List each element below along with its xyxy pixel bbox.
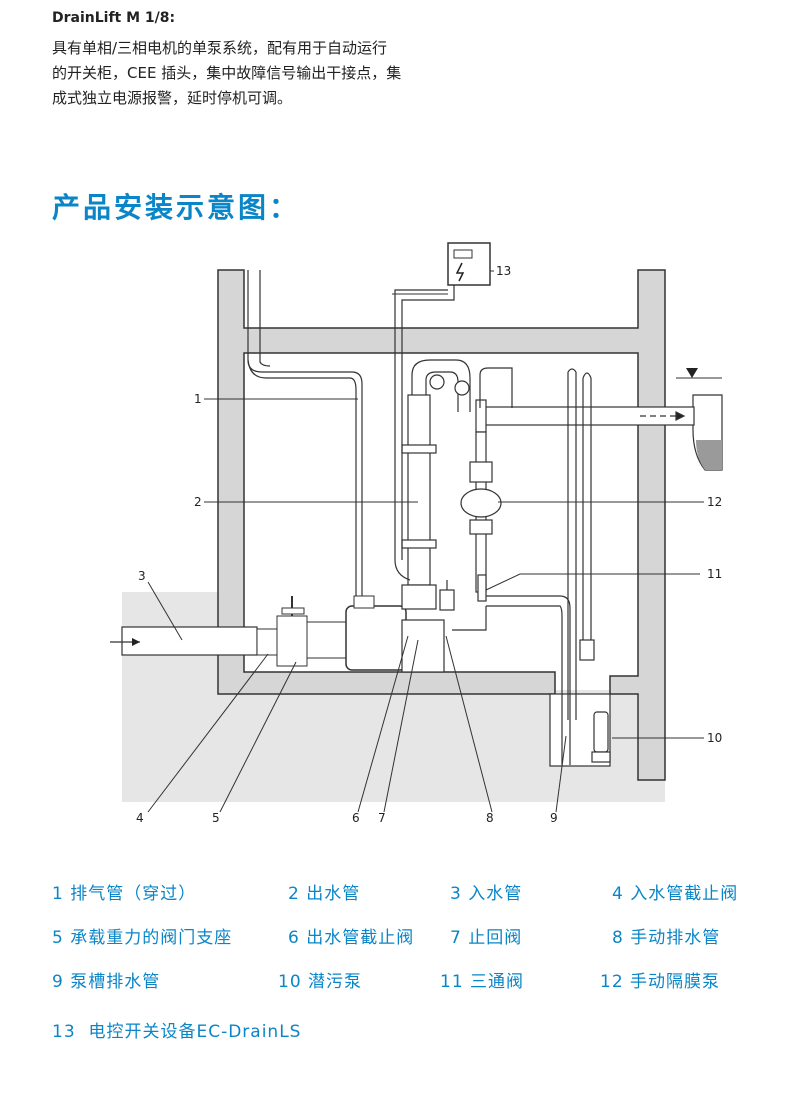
legend-label: 潜污泵: [308, 972, 363, 992]
model-title: DrainLift M 1/8:: [52, 10, 176, 26]
discharge-pipe: [401, 359, 471, 610]
legend-label: 排气管（穿过）: [70, 884, 197, 904]
legend-label: 入水管截止阀: [630, 884, 739, 904]
legend-item: 13 电控开关设备EC-DrainLS: [52, 1017, 301, 1042]
callout-3: 3: [138, 569, 146, 583]
legend-label: 手动排水管: [630, 928, 721, 948]
legend-number: 9: [52, 972, 64, 992]
collection-tank: [345, 595, 445, 673]
callout-6: 6: [352, 811, 360, 825]
legend-item: 8 手动排水管: [612, 923, 720, 948]
legend-number: 3: [450, 884, 462, 904]
callout-11: 11: [707, 567, 722, 581]
legend-number: 7: [450, 928, 462, 948]
description-line: 的开关柜，CEE 插头，集中故障信号输出干接点，集: [52, 64, 402, 82]
legend-item: 9 泵槽排水管: [52, 967, 160, 992]
pressure-line: [475, 367, 695, 433]
legend-label: 出水管: [306, 884, 361, 904]
sump-pump: [567, 368, 611, 763]
callout-9: 9: [550, 811, 558, 825]
legend-number: 6: [288, 928, 300, 948]
legend-item: 7 止回阀: [450, 923, 522, 948]
legend-item: 11 三通阀: [440, 967, 524, 992]
inlet-pipe: [110, 596, 348, 667]
callout-numbers: 1 2 3 4 5 6 7 8 9 10 11 12 13: [136, 264, 722, 825]
description-line: 具有单相/三相电机的单泵系统，配有用于自动运行: [52, 39, 388, 57]
callout-12: 12: [707, 495, 722, 509]
product-description: 具有单相/三相电机的单泵系统，配有用于自动运行 的开关柜，CEE 插头，集中故障…: [52, 36, 512, 111]
legend-number: 4: [612, 884, 624, 904]
legend-label: 三通阀: [470, 972, 525, 992]
legend-item: 12 手动隔膜泵: [600, 967, 720, 992]
ground-area: [122, 592, 665, 802]
hand-diaphragm-pump: [439, 431, 571, 765]
callout-2: 2: [194, 495, 202, 509]
legend-item: 5 承载重力的阀门支座: [52, 923, 232, 948]
legend-label: 手动隔膜泵: [630, 972, 721, 992]
legend-label: 承载重力的阀门支座: [70, 928, 233, 948]
callout-1: 1: [194, 392, 202, 406]
legend-label: 出水管截止阀: [306, 928, 415, 948]
callout-lines: [147, 270, 704, 813]
external-sewer: [676, 368, 723, 471]
legend-item: 4 入水管截止阀: [612, 879, 738, 904]
callout-4: 4: [136, 811, 144, 825]
callout-7: 7: [378, 811, 386, 825]
legend-item: 10 潜污泵: [278, 967, 362, 992]
legend-label: 入水管: [468, 884, 523, 904]
legend-item: 1 排气管（穿过）: [52, 879, 196, 904]
legend-number: 10: [278, 972, 302, 992]
callout-10: 10: [707, 731, 722, 745]
legend-number: 1: [52, 884, 64, 904]
legend-number: 2: [288, 884, 300, 904]
legend-number: 5: [52, 928, 64, 948]
vent-pipe: [247, 270, 363, 600]
legend-label: 电控开关设备EC-DrainLS: [88, 1022, 302, 1042]
installation-diagram: 1 2 3 4 5 6 7 8 9 10 11 12 13: [110, 242, 723, 825]
legend-number: 12: [600, 972, 624, 992]
legend-label: 止回阀: [468, 928, 523, 948]
callout-8: 8: [486, 811, 494, 825]
description-line: 成式独立电源报警，延时停机可调。: [52, 89, 293, 107]
legend-number: 11: [440, 972, 464, 992]
legend-number: 8: [612, 928, 624, 948]
control-box: [392, 242, 491, 581]
legend-item: 3 入水管: [450, 879, 522, 904]
legend-item: 2 出水管: [288, 879, 360, 904]
callout-5: 5: [212, 811, 220, 825]
legend-number: 13: [52, 1022, 76, 1042]
section-title: 产品安装示意图：: [52, 191, 301, 224]
callout-13: 13: [496, 264, 511, 278]
legend-item: 6 出水管截止阀: [288, 923, 414, 948]
legend-label: 泵槽排水管: [70, 972, 161, 992]
